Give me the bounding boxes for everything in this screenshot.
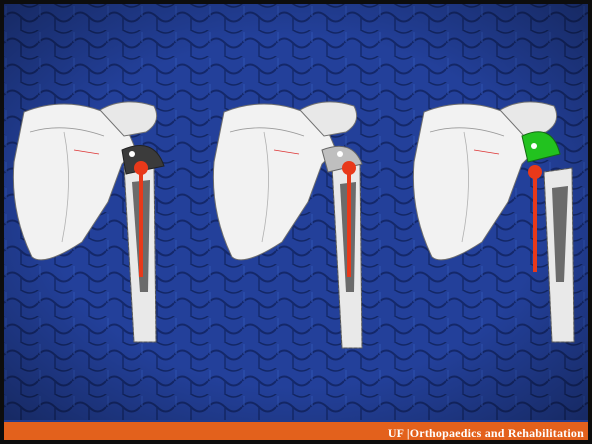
shoulder-model-3	[404, 92, 584, 352]
shoulder-model-2	[204, 92, 384, 352]
shoulder-model-1	[4, 92, 184, 352]
footer-bar: UF |Orthopaedics and Rehabilitation	[0, 422, 592, 444]
uf-logo: UF	[388, 426, 404, 441]
footer-department-text: |Orthopaedics and Rehabilitation	[407, 426, 584, 441]
